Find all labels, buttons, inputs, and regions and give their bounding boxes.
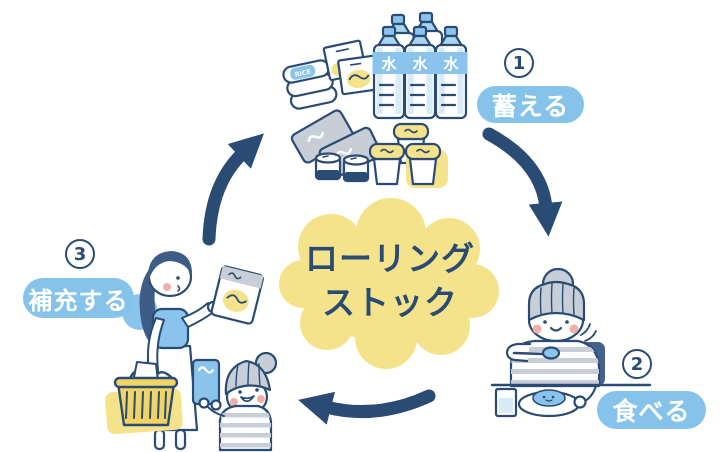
water-bottle-label: 水 [443,55,459,73]
step-1-label-store: 蓄える [477,86,584,123]
woman-hair [147,251,193,282]
plate-food [532,389,566,407]
cycle-arrows [202,127,563,425]
step-2-label-eat: 食べる [597,391,706,429]
spoon-food [541,346,561,360]
cycle-title-line2: ストック [322,282,458,322]
woman-leg [174,428,187,451]
arrow-eat-to-restock [298,389,436,425]
child-package [191,358,221,406]
food-package [210,265,264,325]
water-bottle: 水 [372,25,406,120]
arrow-store-to-eat [482,127,563,237]
step-3-label-restock: 補充する [23,278,134,318]
instant-cups [368,122,448,188]
cycle-title-line1: ローリング [305,239,475,278]
basket-rim [113,376,179,389]
step-1-number: 1 [504,48,534,78]
eating-child-illustration [490,267,652,418]
knit-hat [527,280,586,322]
child-hand [573,395,587,409]
rice-pack-stack: RiCE [282,59,338,110]
water-bottle: 水 [403,25,437,120]
water-bottles: 水 水 [372,11,468,120]
step-2-number: 2 [622,349,652,379]
spoon [512,351,546,356]
shopping-illustration [105,251,278,452]
cycle-title: ローリング ストック [288,237,492,325]
cycle-title-cloud [279,198,499,369]
woman-leg [153,428,166,451]
stockpile-illustration: RiCE [282,11,468,188]
water-bottle: 水 [434,25,468,120]
step-3-number: 3 [65,239,95,269]
water-bottle-label: 水 [381,55,397,73]
food-boxes [322,39,380,96]
arrow-restock-to-store [202,133,264,246]
canned-food [314,152,370,183]
water-bottle-label: 水 [412,55,428,73]
rice-pack-label: RiCE [294,68,312,79]
